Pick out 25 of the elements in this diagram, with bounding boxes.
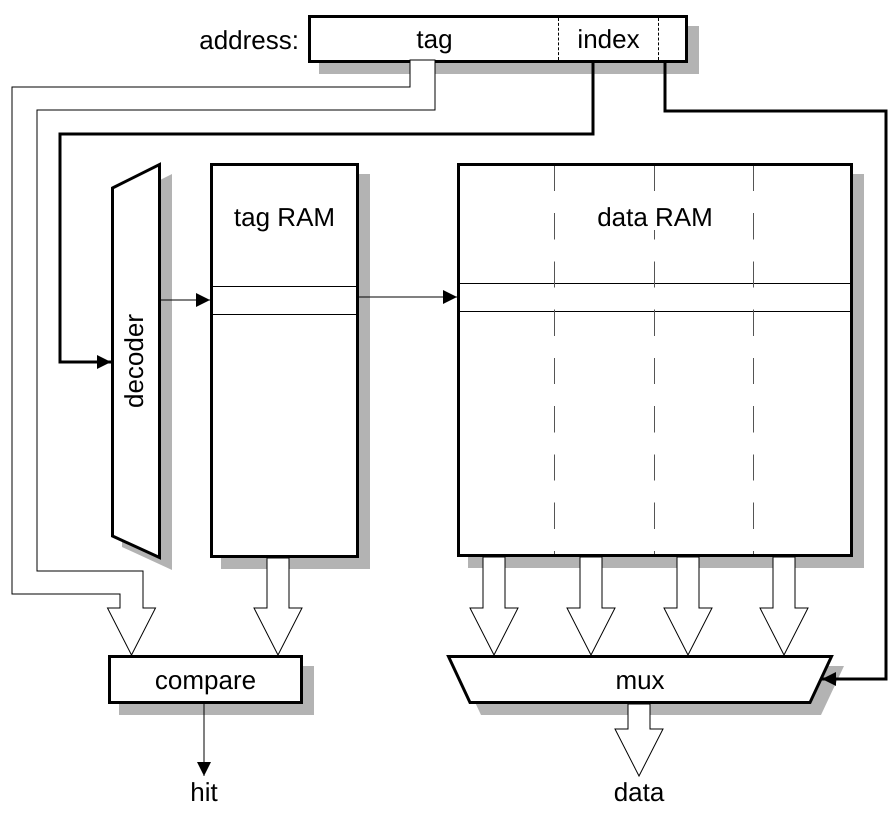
bus-arrow <box>566 556 616 656</box>
register-label: address: <box>199 27 299 53</box>
decoder-trapezoid <box>111 163 161 559</box>
arrow <box>197 704 211 776</box>
arrow <box>58 60 594 369</box>
arrow <box>664 60 888 686</box>
node-label: index <box>577 26 640 52</box>
process-box <box>108 655 303 704</box>
node-label: hit <box>190 779 218 805</box>
bus-arrow <box>253 558 303 656</box>
bus-arrow <box>614 704 664 778</box>
bus-arrow <box>469 556 519 656</box>
arrow <box>358 290 458 304</box>
node-label: tag <box>416 26 453 52</box>
memory-array <box>457 163 853 557</box>
bus-arrow <box>663 556 713 656</box>
arrow <box>160 293 210 307</box>
node-label: data <box>614 779 664 805</box>
bus-arrow <box>759 556 809 656</box>
node-label: compare <box>154 666 256 692</box>
node-label: mux <box>615 666 665 692</box>
node-label: decoder <box>119 314 149 408</box>
memory-array <box>210 163 359 558</box>
bus-arrow <box>12 60 436 656</box>
multiplexer-trapezoid <box>447 655 833 704</box>
